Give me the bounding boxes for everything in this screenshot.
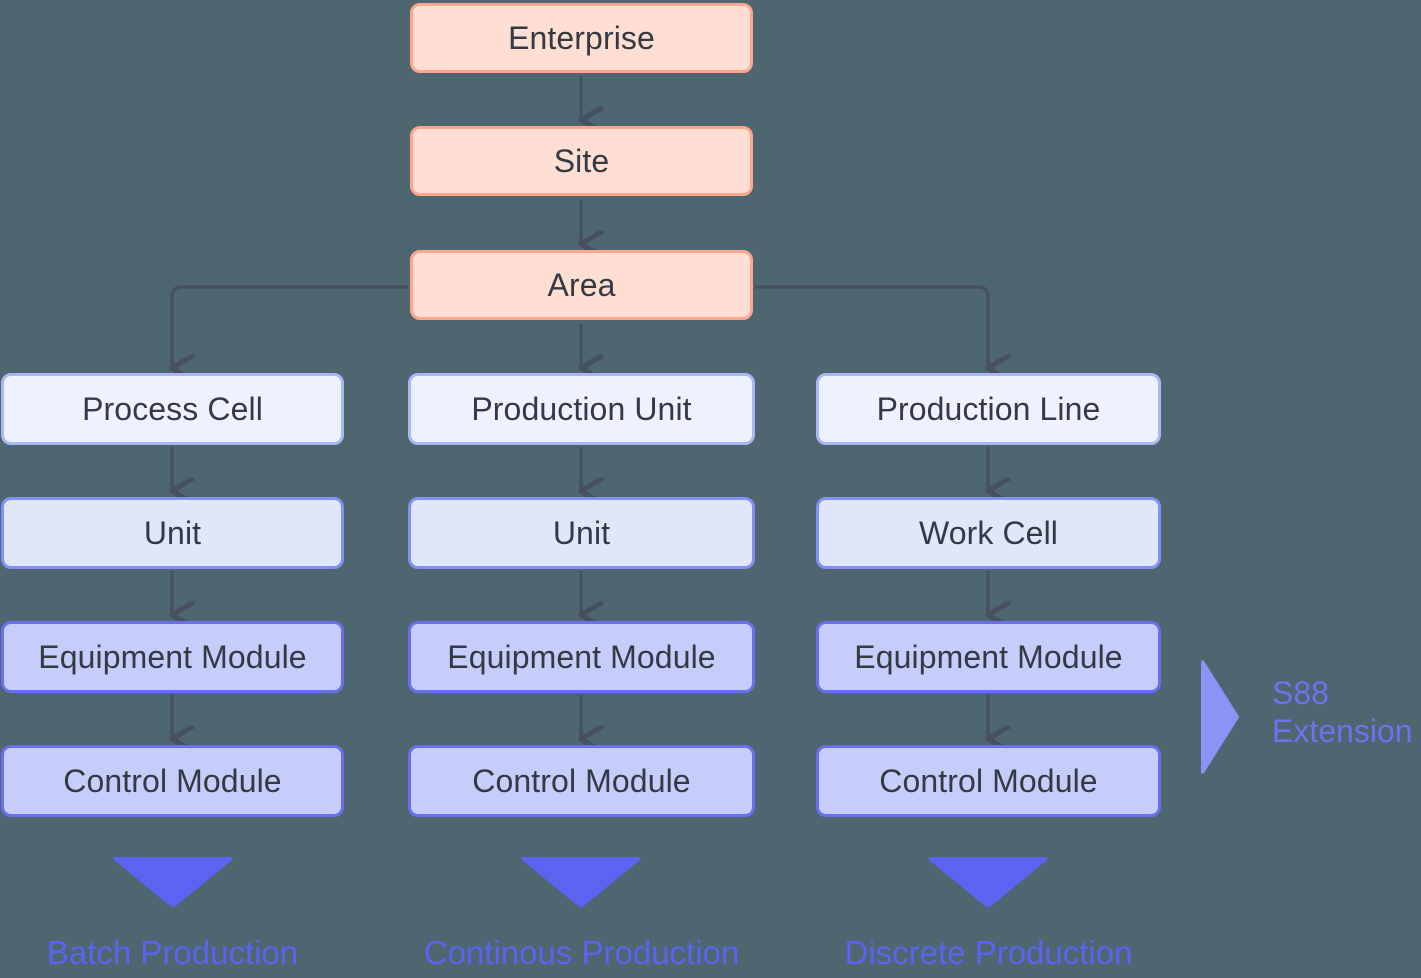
node-control-module-continuous[interactable]: Control Module [408,745,755,817]
funnel-arrow-discrete [928,857,1048,907]
node-label: Production Unit [471,390,692,427]
node-site[interactable]: Site [410,126,753,196]
node-label: Production Line [876,390,1101,427]
caption-continuous-production: Continous Production [423,934,740,971]
node-label: Process Cell [82,390,263,427]
node-label: Control Module [63,762,282,799]
node-unit-batch[interactable]: Unit [1,497,344,569]
funnel-arrow-continuous [521,857,641,907]
node-label: Equipment Module [854,638,1123,675]
node-production-unit[interactable]: Production Unit [408,373,755,445]
node-process-cell[interactable]: Process Cell [1,373,344,445]
node-label: Site [553,142,610,179]
node-label: Equipment Module [447,638,716,675]
node-label: Equipment Module [38,638,307,675]
node-label: Unit [143,514,202,551]
node-area[interactable]: Area [410,250,753,320]
node-label: Enterprise [508,19,655,56]
node-equipment-module-continuous[interactable]: Equipment Module [408,621,755,693]
node-control-module-batch[interactable]: Control Module [1,745,344,817]
node-label: Control Module [472,762,691,799]
node-label: Unit [552,514,611,551]
node-enterprise[interactable]: Enterprise [410,3,753,73]
caption-batch-production: Batch Production [46,934,299,971]
node-production-line[interactable]: Production Line [816,373,1161,445]
node-equipment-module-batch[interactable]: Equipment Module [1,621,344,693]
node-label: Control Module [879,762,1098,799]
node-label: Area [547,266,616,303]
s88-extension-label: S88 Extension [1272,674,1413,750]
funnel-arrow-batch [113,857,233,907]
node-label: Work Cell [919,514,1058,551]
node-work-cell[interactable]: Work Cell [816,497,1161,569]
node-control-module-discrete[interactable]: Control Module [816,745,1161,817]
node-unit-continuous[interactable]: Unit [408,497,755,569]
s88-extension-line1: S88 [1272,675,1329,711]
node-equipment-module-discrete[interactable]: Equipment Module [816,621,1161,693]
caption-discrete-production: Discrete Production [844,934,1133,971]
s88-extension-triangle-icon [1201,660,1239,774]
s88-extension-line2: Extension [1272,713,1413,749]
